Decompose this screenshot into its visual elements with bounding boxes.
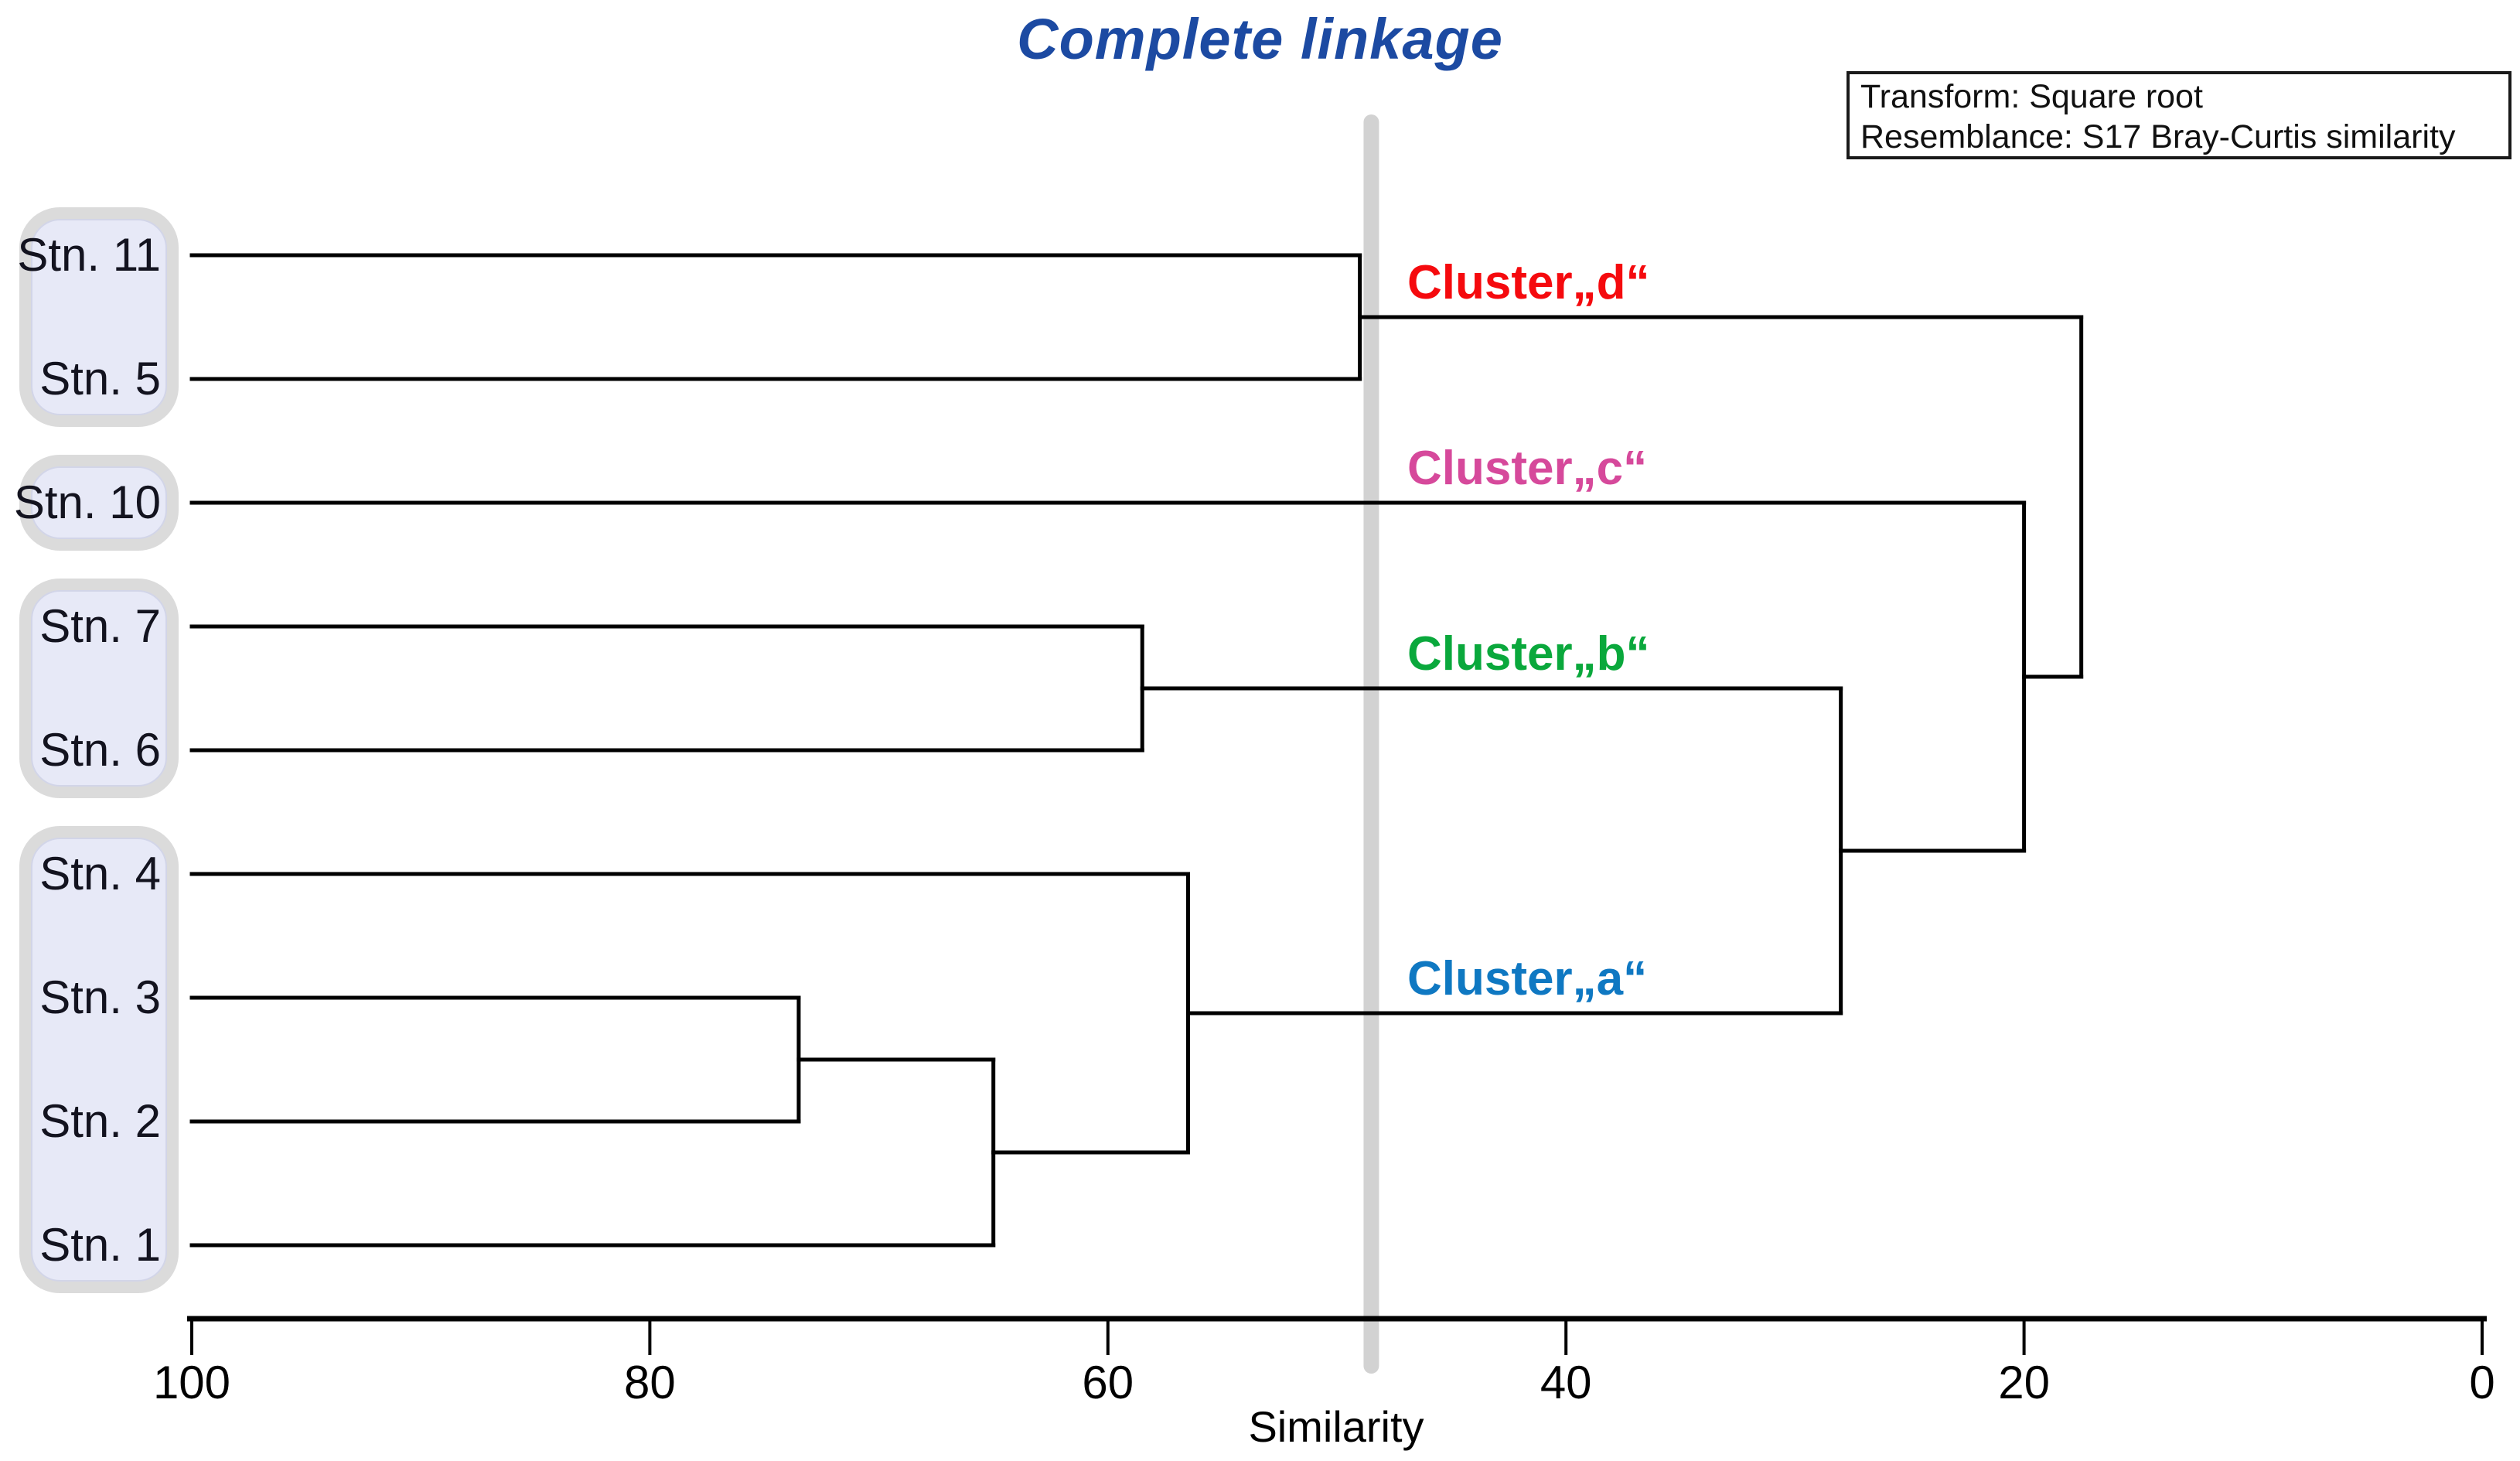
station-group-pill-4: [19, 826, 179, 1293]
station-group-pill-inner-2: [31, 466, 167, 539]
station-group-pill-3: [19, 579, 179, 798]
station-group-pill-2: [19, 455, 179, 551]
tick-label-20: 20: [1998, 1357, 2050, 1408]
tick-label-100: 100: [152, 1357, 231, 1408]
station-label-6: Stn. 6: [39, 724, 161, 776]
tick-label-40: 40: [1540, 1357, 1592, 1408]
x-axis-title: Similarity: [1248, 1402, 1424, 1451]
station-group-pill-inner-4: [31, 838, 167, 1282]
transform-info: Transform: Square root: [1860, 78, 2203, 115]
station-group-pill-inner-3: [31, 590, 167, 787]
tick-label-0: 0: [2469, 1357, 2495, 1408]
dendrogram-tree-layer: [189, 253, 2084, 1248]
station-group-pill-inner-1: [31, 219, 167, 415]
cluster-label-b: Cluster„b“: [1407, 627, 1650, 681]
station-label-7: Stn. 7: [39, 600, 161, 652]
resemblance-info: Resemblance: S17 Bray-Curtis similarity: [1860, 118, 2456, 155]
station-label-10: Stn. 10: [13, 476, 161, 528]
station-label-11: Stn. 11: [17, 229, 161, 281]
chart-title: Complete linkage: [1017, 7, 1503, 71]
station-label-3: Stn. 3: [39, 971, 161, 1023]
station-label-1: Stn. 1: [39, 1219, 161, 1271]
station-label-5: Stn. 5: [39, 353, 161, 405]
analysis-info-box: Transform: Square root Resemblance: S17 …: [1847, 71, 2511, 159]
cluster-label-c: Cluster„c“: [1407, 442, 1648, 495]
cluster-label-a: Cluster„a“: [1407, 952, 1648, 1005]
station-group-pill-1: [19, 207, 179, 427]
tick-label-80: 80: [624, 1357, 676, 1408]
axis-layer: [187, 1316, 2487, 1355]
station-label-4: Stn. 4: [39, 848, 161, 899]
station-label-2: Stn. 2: [39, 1095, 161, 1147]
cluster-label-d: Cluster„d“: [1407, 256, 1650, 309]
tick-label-60: 60: [1082, 1357, 1134, 1408]
